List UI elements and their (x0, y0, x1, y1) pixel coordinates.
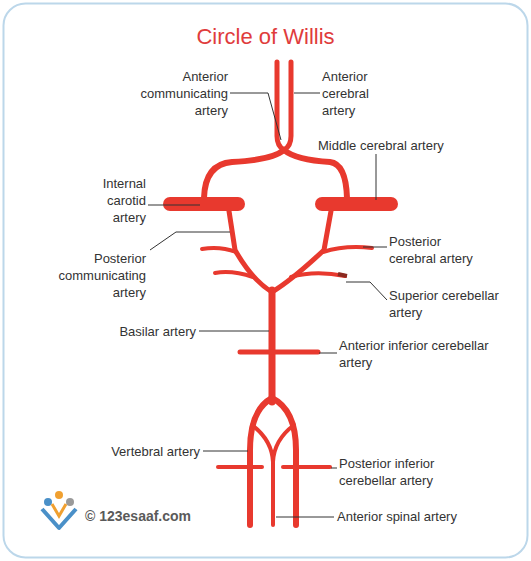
superior-cerebellar-left (215, 272, 253, 277)
diagram-title: Circle of Willis (0, 24, 531, 50)
anterior-cerebral-right (284, 62, 291, 150)
artery-label: Basilar artery (76, 323, 196, 340)
artery-group (202, 62, 372, 525)
leader-line (346, 282, 387, 300)
leader-line (331, 468, 337, 469)
vertebral-left (250, 398, 272, 525)
carotid-bar-right (315, 197, 398, 211)
logo-figures (42, 491, 76, 528)
basilar-vessel (269, 290, 276, 402)
spinal-right (273, 425, 294, 462)
leader-line (148, 205, 200, 206)
artery-label: Anterior inferior cerebellar artery (339, 337, 494, 371)
pica-left (218, 465, 262, 469)
leader-line (319, 353, 337, 354)
vessel-tip (338, 274, 347, 276)
aica-vessel (240, 350, 318, 355)
artery-label: Superior cerebellar artery (389, 287, 501, 321)
carotid-arc-left (204, 150, 284, 198)
posterior-cerebral-left (202, 248, 236, 252)
carotid-bar-left (163, 197, 245, 211)
artery-label: Vertebral artery (80, 443, 200, 460)
leader-line (150, 232, 230, 250)
superior-cerebellar-right (291, 273, 345, 277)
logo-head (55, 491, 63, 499)
logo-body (52, 504, 66, 516)
artery-label: Anterior communicating artery (128, 68, 228, 119)
carotid-arc-right (284, 150, 347, 198)
leader-line (276, 517, 334, 518)
artery-label: Posterior inferior cerebellar artery (339, 455, 494, 489)
vertebral-right (272, 398, 296, 525)
watermark: © 123esaaf.com (85, 508, 235, 525)
leader-line (230, 93, 281, 140)
artery-label: Anterior spinal artery (337, 508, 507, 525)
leader-line (203, 451, 248, 452)
artery-label: Internal carotid artery (86, 175, 146, 226)
posterior-cerebral-right (323, 247, 372, 252)
artery-label: Anterior cerebral artery (322, 68, 382, 119)
artery-label: Posterior cerebral artery (389, 233, 489, 267)
artery-label: Middle cerebral artery (318, 137, 508, 154)
leader-line (294, 93, 320, 94)
artery-label: Posterior communicating artery (46, 250, 146, 301)
spinal-left (252, 425, 273, 525)
leader-line (363, 247, 387, 248)
leader-line (376, 154, 377, 200)
leader-line (199, 331, 269, 332)
frame-border (4, 4, 528, 558)
pica-right (283, 465, 330, 469)
